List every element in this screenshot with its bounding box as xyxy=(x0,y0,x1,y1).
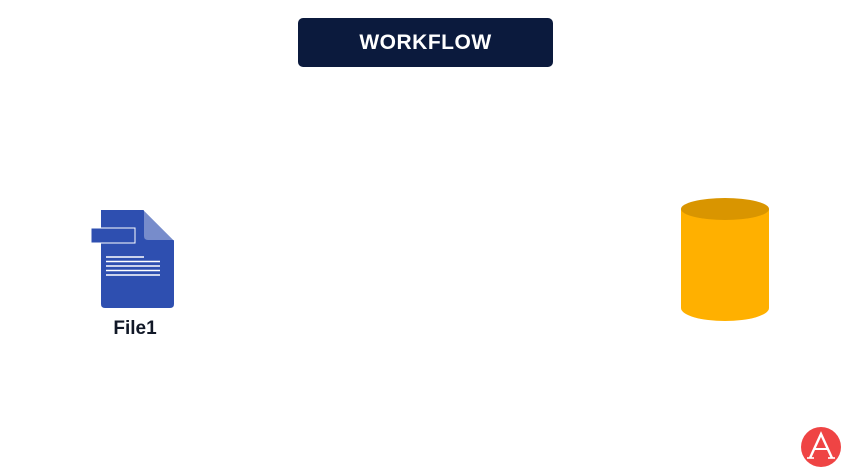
logo-a-icon xyxy=(801,427,841,467)
workflow-title-banner: WORKFLOW xyxy=(298,18,553,67)
page-title: WORKFLOW xyxy=(359,30,492,54)
database-top xyxy=(681,198,769,220)
document-icon xyxy=(90,209,175,308)
document-tab xyxy=(91,228,135,243)
file-node[interactable]: File1 xyxy=(88,206,184,346)
document-text-lines xyxy=(106,256,160,276)
file-label: File1 xyxy=(113,318,157,339)
brand-logo xyxy=(800,426,842,468)
database-node[interactable] xyxy=(678,196,772,324)
database-icon xyxy=(681,198,769,321)
database-body xyxy=(681,209,769,321)
document-sheet xyxy=(101,210,174,308)
